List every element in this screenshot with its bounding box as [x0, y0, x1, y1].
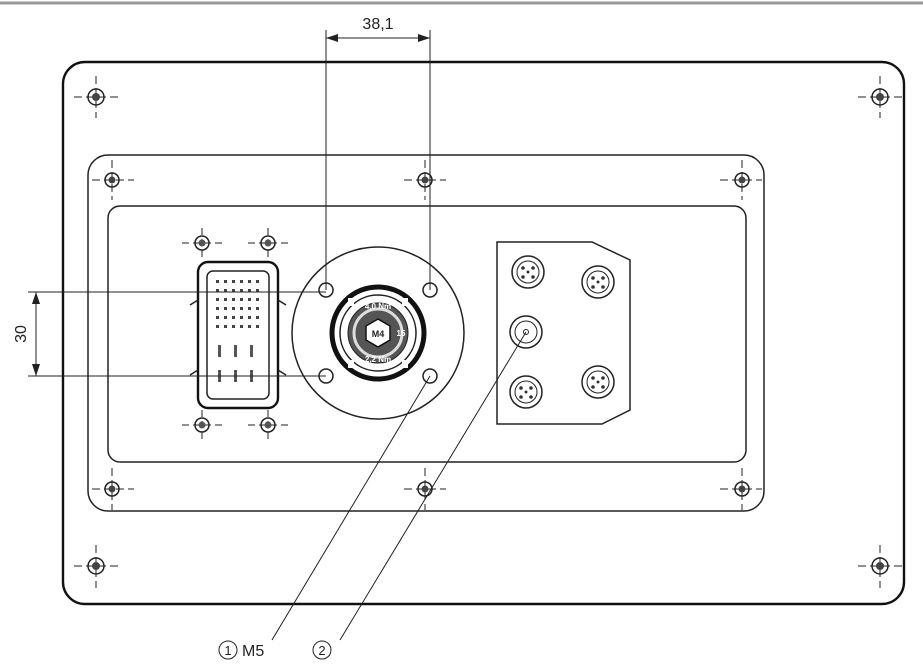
mounting-plate	[87, 154, 765, 512]
connector-screw	[248, 228, 288, 258]
outer-screw-top-right	[858, 76, 902, 118]
callout-1-label: M5	[242, 643, 264, 660]
horizontal-dimension: 38,1	[325, 16, 431, 290]
m12-connector	[581, 265, 615, 299]
inner-recess	[107, 205, 747, 463]
connector-side-mark: 15	[397, 329, 406, 338]
callout-2: 2	[312, 640, 332, 660]
plate-screw-top-middle	[404, 160, 446, 200]
plate-screw-top-right	[720, 160, 762, 200]
dimension-horizontal-label: 38,1	[362, 16, 393, 33]
callout-2-leader	[339, 331, 527, 641]
outer-housing	[61, 60, 906, 606]
multipin-connector	[182, 228, 288, 440]
m12-connector-panel	[496, 241, 631, 425]
plate-screw-bottom-right	[720, 468, 762, 510]
outer-screw-bottom-right	[858, 545, 902, 588]
connector-screw	[182, 410, 222, 440]
dimension-vertical-label: 30	[13, 325, 30, 343]
connector-torque-top: 4,0 Nm	[365, 302, 391, 311]
vertical-dimension: 30	[13, 291, 326, 377]
callout-1-number: 1	[224, 643, 231, 658]
connector-screw	[182, 228, 222, 258]
m12-connector	[511, 255, 545, 289]
coax-connector	[509, 315, 543, 349]
plate-screw-top-left	[92, 160, 134, 200]
callout-1-leader	[271, 375, 431, 641]
m12-connector	[581, 365, 615, 399]
callout-2-number: 2	[318, 643, 325, 658]
plate-screw-bottom-left	[92, 468, 134, 510]
outer-screw-bottom-left	[74, 545, 118, 588]
callout-1: 1 M5	[218, 640, 264, 660]
connector-center-mark: M4	[372, 329, 385, 339]
outer-screw-top-left	[74, 76, 118, 118]
connector-screw	[248, 410, 288, 440]
connector-torque-bottom: 2,2 Nm	[365, 355, 391, 364]
plate-screw-bottom-middle	[404, 468, 446, 510]
central-round-connector: M4 4,0 Nm 2,2 Nm 15	[291, 246, 465, 420]
m12-connector	[509, 375, 543, 409]
